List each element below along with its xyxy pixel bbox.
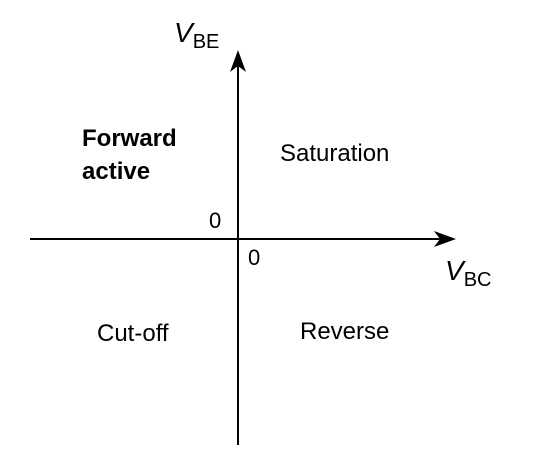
x-axis-arrowhead	[434, 231, 456, 247]
region-forward-active: Forward active	[82, 125, 177, 185]
y-axis-subscript: BE	[193, 31, 220, 53]
x-axis-title: VBC	[445, 255, 491, 291]
y-axis-title: VBE	[174, 17, 219, 53]
y-axis-zero-label: 0	[209, 208, 221, 233]
x-axis-zero-label: 0	[248, 245, 260, 270]
region-cut-off-label: Cut-off	[97, 320, 169, 347]
region-saturation-label: Saturation	[280, 140, 389, 167]
y-axis-symbol: V	[174, 17, 195, 48]
y-axis-arrowhead	[230, 50, 246, 72]
forward-active-label-line1: Forward	[82, 125, 177, 152]
forward-active-label-line2: active	[82, 158, 150, 185]
y-axis	[230, 50, 246, 445]
x-axis-subscript: BC	[464, 269, 492, 291]
x-axis	[30, 231, 456, 247]
x-axis-symbol: V	[445, 255, 466, 286]
region-reverse-label: Reverse	[300, 318, 389, 345]
